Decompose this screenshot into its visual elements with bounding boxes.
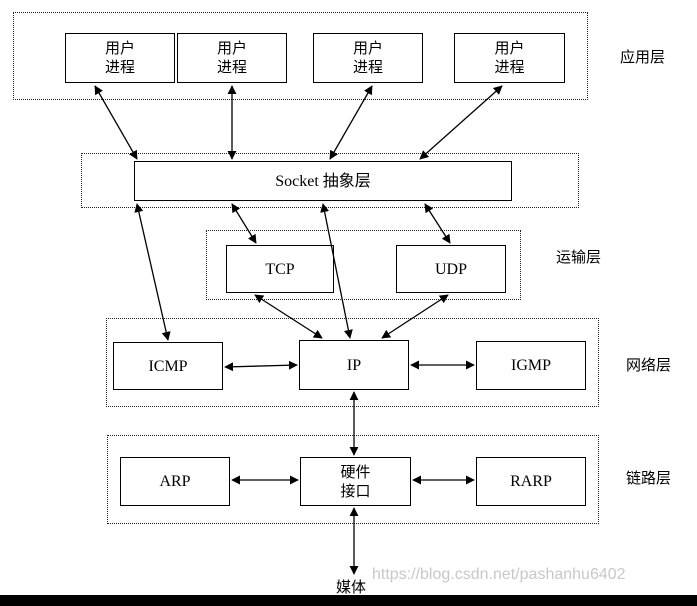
watermark-text: https://blog.csdn.net/pashanhu6402 [372,566,626,583]
bottom-bar [0,595,697,606]
transport-layer-label: 运输层 [556,248,602,266]
hardware-interface-box: 硬件 接口 [300,457,411,506]
icmp-box: ICMP [113,342,223,390]
link-layer-label: 链路层 [626,469,672,487]
igmp-box: IGMP [476,341,586,390]
user-process-box-2: 用户 进程 [177,33,287,83]
user-process-box-4: 用户 进程 [454,33,565,83]
application-layer-label: 应用层 [620,48,666,66]
transport-layer-frame [206,230,521,300]
media-label: 媒体 [336,576,367,597]
user-process-box-1: 用户 进程 [65,33,175,83]
application-layer-frame [13,12,588,100]
udp-box: UDP [396,245,506,293]
arp-box: ARP [120,457,230,506]
user-process-box-3: 用户 进程 [313,33,423,83]
tcp-box: TCP [226,245,334,293]
network-layer-label: 网络层 [626,356,672,374]
socket-abstraction-box: Socket 抽象层 [134,161,512,201]
rarp-box: RARP [476,457,586,506]
ip-box: IP [299,340,409,390]
